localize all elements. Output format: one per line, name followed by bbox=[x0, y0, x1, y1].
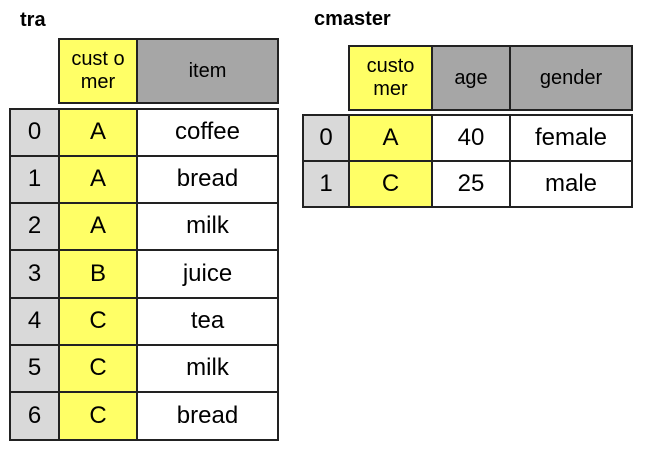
tra-row-4-customer: C bbox=[58, 297, 138, 346]
tra-row-3-index: 3 bbox=[9, 249, 60, 299]
cmaster-row-0-customer: A bbox=[348, 114, 433, 162]
tra-row-2-item: milk bbox=[136, 202, 279, 251]
tra-row-5-customer: C bbox=[58, 344, 138, 393]
tra-row-3-item: juice bbox=[136, 249, 279, 299]
tra-header-customer-label: cust omer bbox=[71, 48, 125, 93]
tra-row-3-customer: B bbox=[58, 249, 138, 299]
cmaster-row-1-gender: male bbox=[509, 160, 633, 208]
cmaster-header-age: age bbox=[431, 45, 511, 111]
cmaster-row-0-index: 0 bbox=[302, 114, 350, 162]
tra-header-customer: cust omer bbox=[58, 38, 138, 104]
tra-row-1-customer: A bbox=[58, 155, 138, 204]
tra-row-0-customer: A bbox=[58, 108, 138, 157]
tra-row-1-index: 1 bbox=[9, 155, 60, 204]
tra-row-5-index: 5 bbox=[9, 344, 60, 393]
tra-row-2-customer: A bbox=[58, 202, 138, 251]
cmaster-row-1-age: 25 bbox=[431, 160, 511, 208]
tra-row-6-item: bread bbox=[136, 391, 279, 441]
tra-row-6-index: 6 bbox=[9, 391, 60, 441]
cmaster-row-0-gender: female bbox=[509, 114, 633, 162]
tra-row-1-item: bread bbox=[136, 155, 279, 204]
cmaster-header-customer: custo mer bbox=[348, 45, 433, 111]
tra-row-6-customer: C bbox=[58, 391, 138, 441]
cmaster-header-customer-label: custo mer bbox=[366, 55, 415, 100]
cmaster-row-1-index: 1 bbox=[302, 160, 350, 208]
cmaster-row-1-customer: C bbox=[348, 160, 433, 208]
tra-row-4-item: tea bbox=[136, 297, 279, 346]
tra-title: tra bbox=[20, 9, 46, 31]
cmaster-row-0-age: 40 bbox=[431, 114, 511, 162]
cmaster-title: cmaster bbox=[314, 8, 391, 30]
tra-header-item: item bbox=[136, 38, 279, 104]
cmaster-header-gender: gender bbox=[509, 45, 633, 111]
tra-row-4-index: 4 bbox=[9, 297, 60, 346]
tra-row-5-item: milk bbox=[136, 344, 279, 393]
tra-row-0-index: 0 bbox=[9, 108, 60, 157]
tra-row-0-item: coffee bbox=[136, 108, 279, 157]
tra-row-2-index: 2 bbox=[9, 202, 60, 251]
